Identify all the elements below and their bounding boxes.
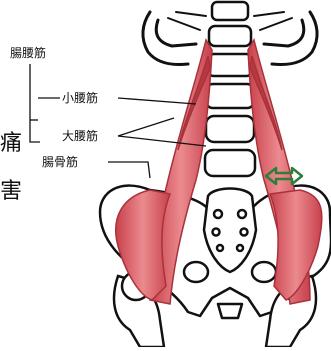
side-char-bottom: 害: [0, 180, 22, 204]
label-iliopsoas: 腸腰筋: [10, 46, 46, 60]
side-char-top: 痛: [0, 132, 22, 156]
spine: [205, 2, 255, 176]
label-psoas-minor: 小腰筋: [62, 91, 98, 105]
label-iliacus: 腸骨筋: [42, 155, 78, 169]
label-psoas-major: 大腰筋: [62, 129, 98, 143]
